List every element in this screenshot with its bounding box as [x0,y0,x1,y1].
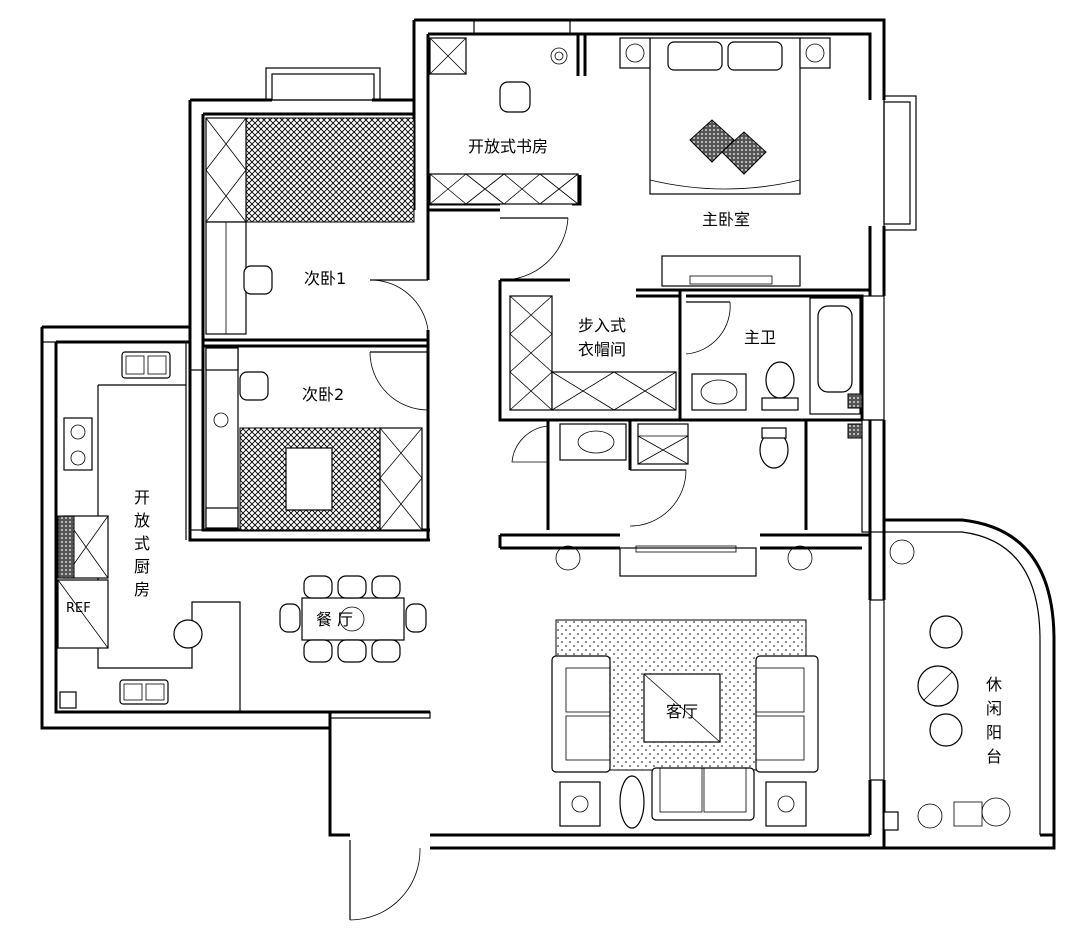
doors [349,217,731,921]
kitchen-label-3: 式 [134,534,150,553]
master-bed [619,37,831,287]
bedroom1-furniture [205,117,415,335]
balcony-label-3: 阳 [986,723,1002,742]
study-furniture [429,37,579,205]
fridge-label: REF [66,601,91,616]
kitchen-label-2: 放 [134,511,150,530]
bedroom2-furniture [205,347,423,531]
bedroom2-label: 次卧2 [302,385,344,404]
master-bedroom-label: 主卧室 [702,210,750,229]
closet-label-line2: 衣帽间 [578,340,626,359]
study-label: 开放式书房 [468,137,548,156]
dining-furniture [279,575,427,663]
balcony-label-2: 闲 [986,699,1002,718]
bedroom1-label: 次卧1 [304,269,346,288]
kitchen-label-5: 房 [134,580,150,599]
master-bath-label: 主卫 [744,328,776,347]
balcony-label-4: 台 [986,747,1002,766]
closet-furniture [509,295,677,411]
living-label: 客厅 [666,702,698,721]
room-labels: 开放式书房 主卧室 次卧1 次卧2 步入式 衣帽间 主卫 开 放 式 厨 房 R… [66,137,1002,766]
kitchen-label-4: 厨 [134,557,150,576]
balcony-furniture [883,518,1056,835]
balcony-label-1: 休 [986,675,1002,694]
dining-label: 餐 厅 [316,610,353,629]
guest-bath-fixtures [559,423,863,469]
kitchen-fixtures [57,351,203,709]
closet-label-line1: 步入式 [578,316,626,335]
master-bath-fixtures [691,297,863,415]
windows [41,19,917,781]
living-furniture [551,545,819,829]
kitchen-label-1: 开 [134,488,150,507]
